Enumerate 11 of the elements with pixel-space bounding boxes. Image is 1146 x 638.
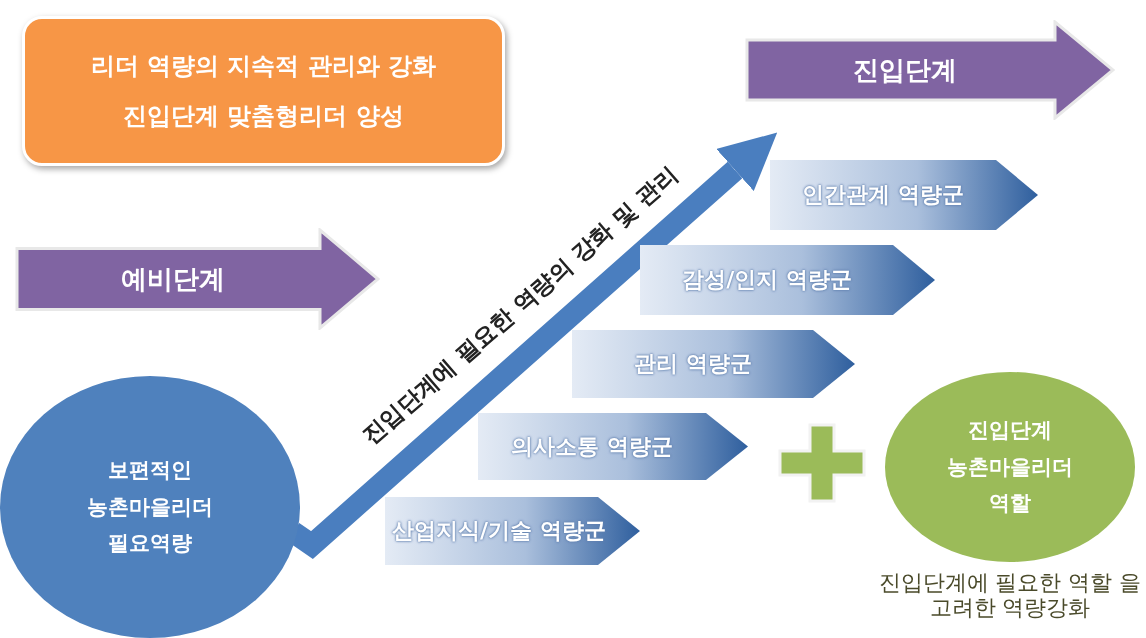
circle-shape: 보편적인 농촌마을리더 필요역량 [0, 376, 300, 638]
chevron-shape: 관리 역량군 [572, 330, 855, 398]
rounded-box: 리더 역량의 지속적 관리와 강화 진입단계 맞춤형리더 양성 [22, 16, 505, 166]
stage-arrow: 예비단계 [15, 228, 380, 330]
note-text: 진입단계에 필요한 역할 을 고려한 역량강화 [877, 570, 1143, 621]
chevron-shape: 의사소통 역량군 [478, 413, 748, 480]
circle-shape: 진입단계 농촌마을리더 역할 [885, 372, 1135, 562]
chevron-shape: 감성/인지 역량군 [640, 245, 935, 315]
stage-arrow: 진입단계 [745, 20, 1115, 120]
chevron-shape: 산업지식/기술 역량군 [385, 497, 640, 565]
chevron-shape: 인간관계 역량군 [770, 160, 1038, 230]
